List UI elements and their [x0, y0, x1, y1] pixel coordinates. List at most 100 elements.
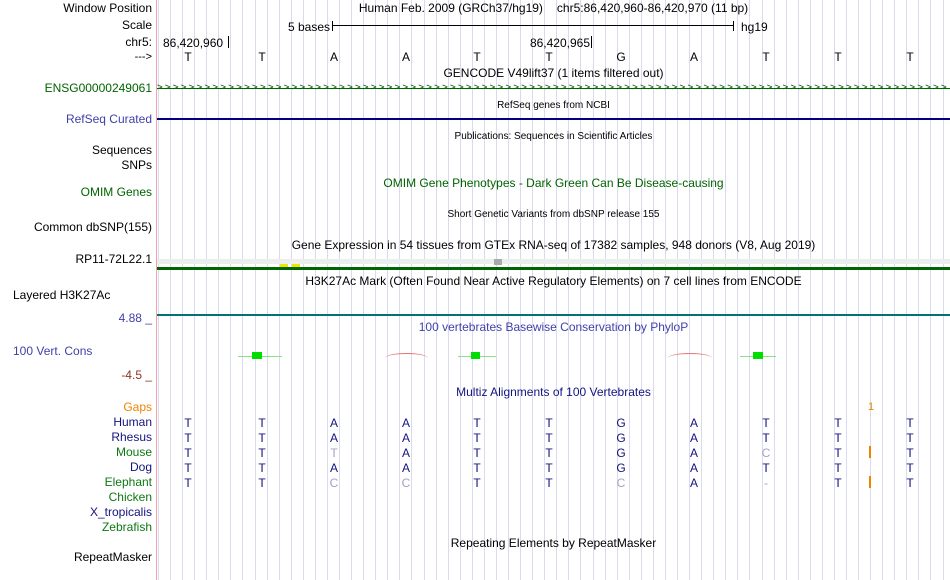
alignment-base: A [689, 476, 698, 490]
coordinate-left-tick [228, 36, 229, 48]
species-label[interactable]: Rhesus [111, 430, 152, 444]
grid-line [785, 0, 787, 580]
grid-line [701, 0, 703, 580]
gtex-gene-model-bar[interactable] [157, 266, 950, 270]
grid-line [520, 0, 522, 580]
alignment-base: T [545, 461, 553, 475]
grid-line [435, 0, 437, 580]
alignment-base: T [258, 431, 266, 445]
alignment-base: G [616, 431, 626, 445]
grid-line [556, 0, 558, 580]
species-label[interactable]: Elephant [104, 475, 152, 489]
grid-line [170, 0, 172, 580]
common-dbsnp-label[interactable]: Common dbSNP(155) [33, 220, 152, 234]
sequences-label[interactable]: Sequences [91, 143, 152, 157]
gaps-label[interactable]: Gaps [123, 400, 152, 414]
grid-line [942, 0, 944, 580]
species-label[interactable]: Human [113, 415, 152, 429]
reference-base: A [329, 50, 338, 64]
snps-label[interactable]: SNPs [121, 158, 152, 172]
species-label[interactable]: X_tropicalis [89, 505, 152, 519]
grid-line [773, 0, 775, 580]
refseq-curated-line[interactable] [157, 118, 950, 120]
alignment-base: T [834, 431, 842, 445]
gencode-transcript-line[interactable] [157, 87, 950, 89]
omim-genes-label[interactable]: OMIM Genes [80, 185, 152, 199]
phylop-positive-mark [753, 352, 763, 359]
grid-line [399, 0, 401, 580]
phylop-negative-mark [668, 353, 712, 358]
alignment-base: G [616, 461, 626, 475]
gtex-gene-label[interactable]: RP11-72L22.1 [75, 252, 153, 266]
alignment-base: T [473, 446, 481, 460]
grid-line [532, 0, 534, 580]
strand-arrow-label[interactable]: ---> [134, 51, 152, 63]
grid-line [628, 0, 630, 580]
alignment-gap-bar [869, 446, 871, 458]
grid-line [870, 0, 872, 580]
conservation-max-label: 4.88 _ [118, 311, 152, 325]
publications-track-title: Publications: Sequences in Scientific Ar… [454, 131, 653, 142]
phylop-positive-mark [252, 352, 262, 359]
grid-line [471, 0, 473, 580]
vert-cons-label[interactable]: 100 Vert. Cons [13, 344, 93, 358]
scale-value: 5 bases [287, 20, 330, 34]
gtex-expression-band [157, 259, 950, 264]
grid-line [809, 0, 811, 580]
grid-line [495, 0, 497, 580]
reference-base: T [473, 50, 481, 64]
alignment-base: G [616, 446, 626, 460]
gencode-gene-id-label[interactable]: ENSG00000249061 [44, 81, 152, 95]
refseq-curated-label[interactable]: RefSeq Curated [65, 112, 152, 126]
alignment-base: T [906, 416, 914, 430]
repeatmasker-track-title: Repeating Elements by RepeatMasker [450, 536, 657, 550]
grid-line [254, 0, 256, 580]
omim-track-title: OMIM Gene Phenotypes - Dark Green Can Be… [383, 176, 724, 190]
grid-line [314, 0, 316, 580]
alignment-base: T [906, 461, 914, 475]
alignment-base: - [764, 476, 768, 490]
alignment-base: T [473, 476, 481, 490]
assembly-name: Human Feb. 2009 (GRCh37/hg19) [358, 1, 543, 15]
grid-line [158, 0, 159, 580]
coordinate-right: 86,420,965 [529, 36, 590, 50]
h3k27ac-baseline[interactable] [157, 314, 950, 316]
species-label[interactable]: Dog [129, 460, 152, 474]
alignment-base: A [329, 461, 338, 475]
layered-h3k27ac-label[interactable]: Layered H3K27Ac [13, 288, 111, 302]
alignment-base: T [906, 446, 914, 460]
alignment-base: A [689, 461, 698, 475]
reference-base: T [906, 50, 914, 64]
reference-base: T [545, 50, 553, 64]
h3k27ac-track-title: H3K27Ac Mark (Often Found Near Active Re… [305, 274, 802, 288]
scale-label: Scale [121, 18, 152, 32]
alignment-base: A [689, 416, 698, 430]
alignment-base: T [906, 431, 914, 445]
position-cursor-line [155, 0, 157, 580]
alignment-base: A [689, 431, 698, 445]
grid-line [749, 0, 751, 580]
alignment-base: C [616, 476, 626, 490]
species-label[interactable]: Chicken [108, 490, 152, 504]
grid-line [363, 0, 365, 580]
repeatmasker-label[interactable]: RepeatMasker [73, 550, 152, 564]
grid-line [447, 0, 449, 580]
grid-line [604, 0, 606, 580]
species-label[interactable]: Mouse [115, 445, 152, 459]
grid-line [568, 0, 570, 580]
gencode-strand-arrows[interactable]: >>>>>>>>>>>>>>>>>>>>>>>>>>>>>>>>>>>>>>>>… [157, 82, 949, 93]
grid-line [242, 0, 244, 580]
grid-line [218, 0, 220, 580]
reference-base: T [762, 50, 770, 64]
grid-line [821, 0, 823, 580]
grid-line [761, 0, 763, 580]
grid-line [508, 0, 510, 580]
grid-line [713, 0, 715, 580]
grid-line [290, 0, 292, 580]
alignment-base: T [473, 416, 481, 430]
alignment-base: T [184, 431, 192, 445]
species-label[interactable]: Zebrafish [101, 520, 152, 534]
alignment-base: T [258, 476, 266, 490]
coordinate-left: 86,420,960 [163, 36, 224, 50]
reference-base: G [616, 50, 626, 64]
